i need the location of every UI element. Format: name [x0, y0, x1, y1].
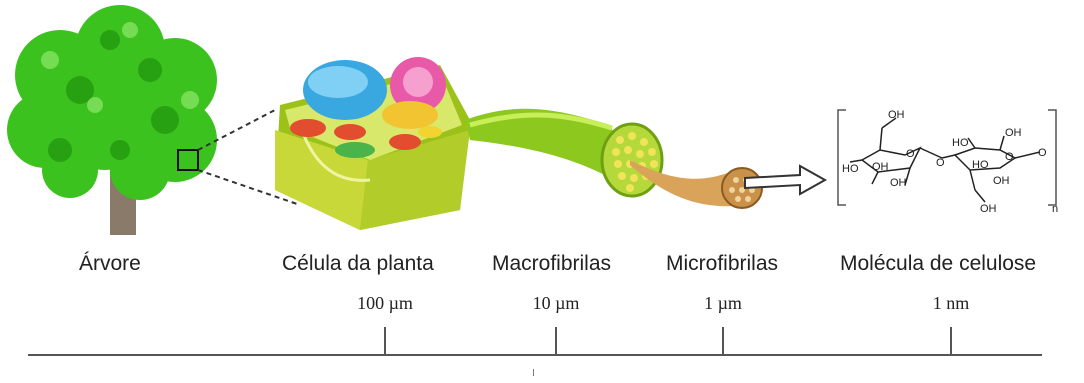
scale-tick — [950, 327, 952, 355]
scale-tick — [722, 327, 724, 355]
molecule-group-label: O — [1005, 151, 1014, 163]
molecule-group-label: OH — [872, 161, 889, 173]
molecule-group-label: OH — [888, 109, 905, 121]
scale-tick — [384, 327, 386, 355]
molecule-group-label: O — [1038, 147, 1047, 159]
scale-tick — [555, 327, 557, 355]
molecule-group-label: O — [936, 157, 945, 169]
plant-cell-illustration — [275, 57, 470, 230]
molecule-group-label: HO — [952, 137, 969, 149]
minor-tick — [533, 369, 534, 376]
molecule-group-label: HO — [842, 163, 859, 175]
stage-label-plant-cell: Célula da planta — [282, 252, 434, 276]
scale-label-1nm: 1 nm — [933, 293, 970, 314]
cellulose-molecule-illustration: OH OH HO HO OH O O O O OH OH HO OH n — [838, 109, 1058, 215]
molecule-group-label: OH — [1005, 127, 1022, 139]
scale-label-1um: 1 µm — [704, 293, 742, 314]
molecule-group-label: OH — [993, 175, 1010, 187]
stage-label-microfibrils: Microfibrilas — [666, 252, 778, 276]
molecule-subscript: n — [1052, 203, 1058, 215]
scale-axis — [28, 354, 1042, 356]
scale-label-10um: 10 µm — [533, 293, 580, 314]
stage-label-cellulose-molecule: Molécula de celulose — [840, 252, 1036, 276]
scale-label-100um: 100 µm — [357, 293, 413, 314]
molecule-group-label: OH — [890, 177, 907, 189]
stage-label-macrofibrils: Macrofibrilas — [492, 252, 611, 276]
stage-label-tree: Árvore — [79, 252, 141, 276]
molecule-group-label: O — [906, 148, 915, 160]
molecule-group-label: OH — [980, 203, 997, 215]
molecule-group-label: HO — [972, 159, 989, 171]
tree-illustration — [7, 5, 300, 235]
macrofibril-illustration — [465, 109, 662, 196]
